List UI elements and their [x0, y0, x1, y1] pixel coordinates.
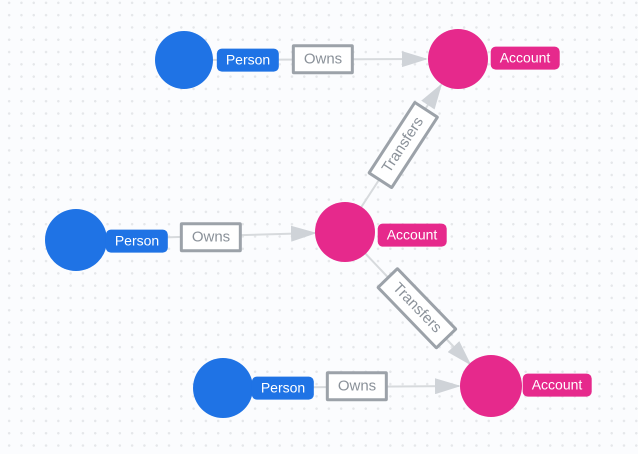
- node-account-bottom[interactable]: [460, 355, 522, 417]
- node-person-bottom[interactable]: [193, 358, 253, 418]
- node-label-account-top[interactable]: Account: [490, 46, 560, 70]
- node-label-person-top[interactable]: Person: [216, 48, 280, 72]
- node-label-account-middle[interactable]: Account: [377, 223, 447, 247]
- node-person-top[interactable]: [155, 31, 213, 89]
- node-label-person-bottom[interactable]: Person: [251, 376, 315, 400]
- relationship-label-owns-middle[interactable]: Owns: [179, 222, 243, 252]
- node-label-person-middle[interactable]: Person: [105, 229, 169, 253]
- node-label-account-bottom[interactable]: Account: [522, 373, 592, 397]
- relationship-label-owns-bottom[interactable]: Owns: [325, 371, 389, 401]
- node-account-top[interactable]: [428, 29, 488, 89]
- node-account-middle[interactable]: [315, 202, 375, 262]
- node-person-middle[interactable]: [45, 209, 107, 271]
- relationship-label-owns-top[interactable]: Owns: [291, 44, 355, 74]
